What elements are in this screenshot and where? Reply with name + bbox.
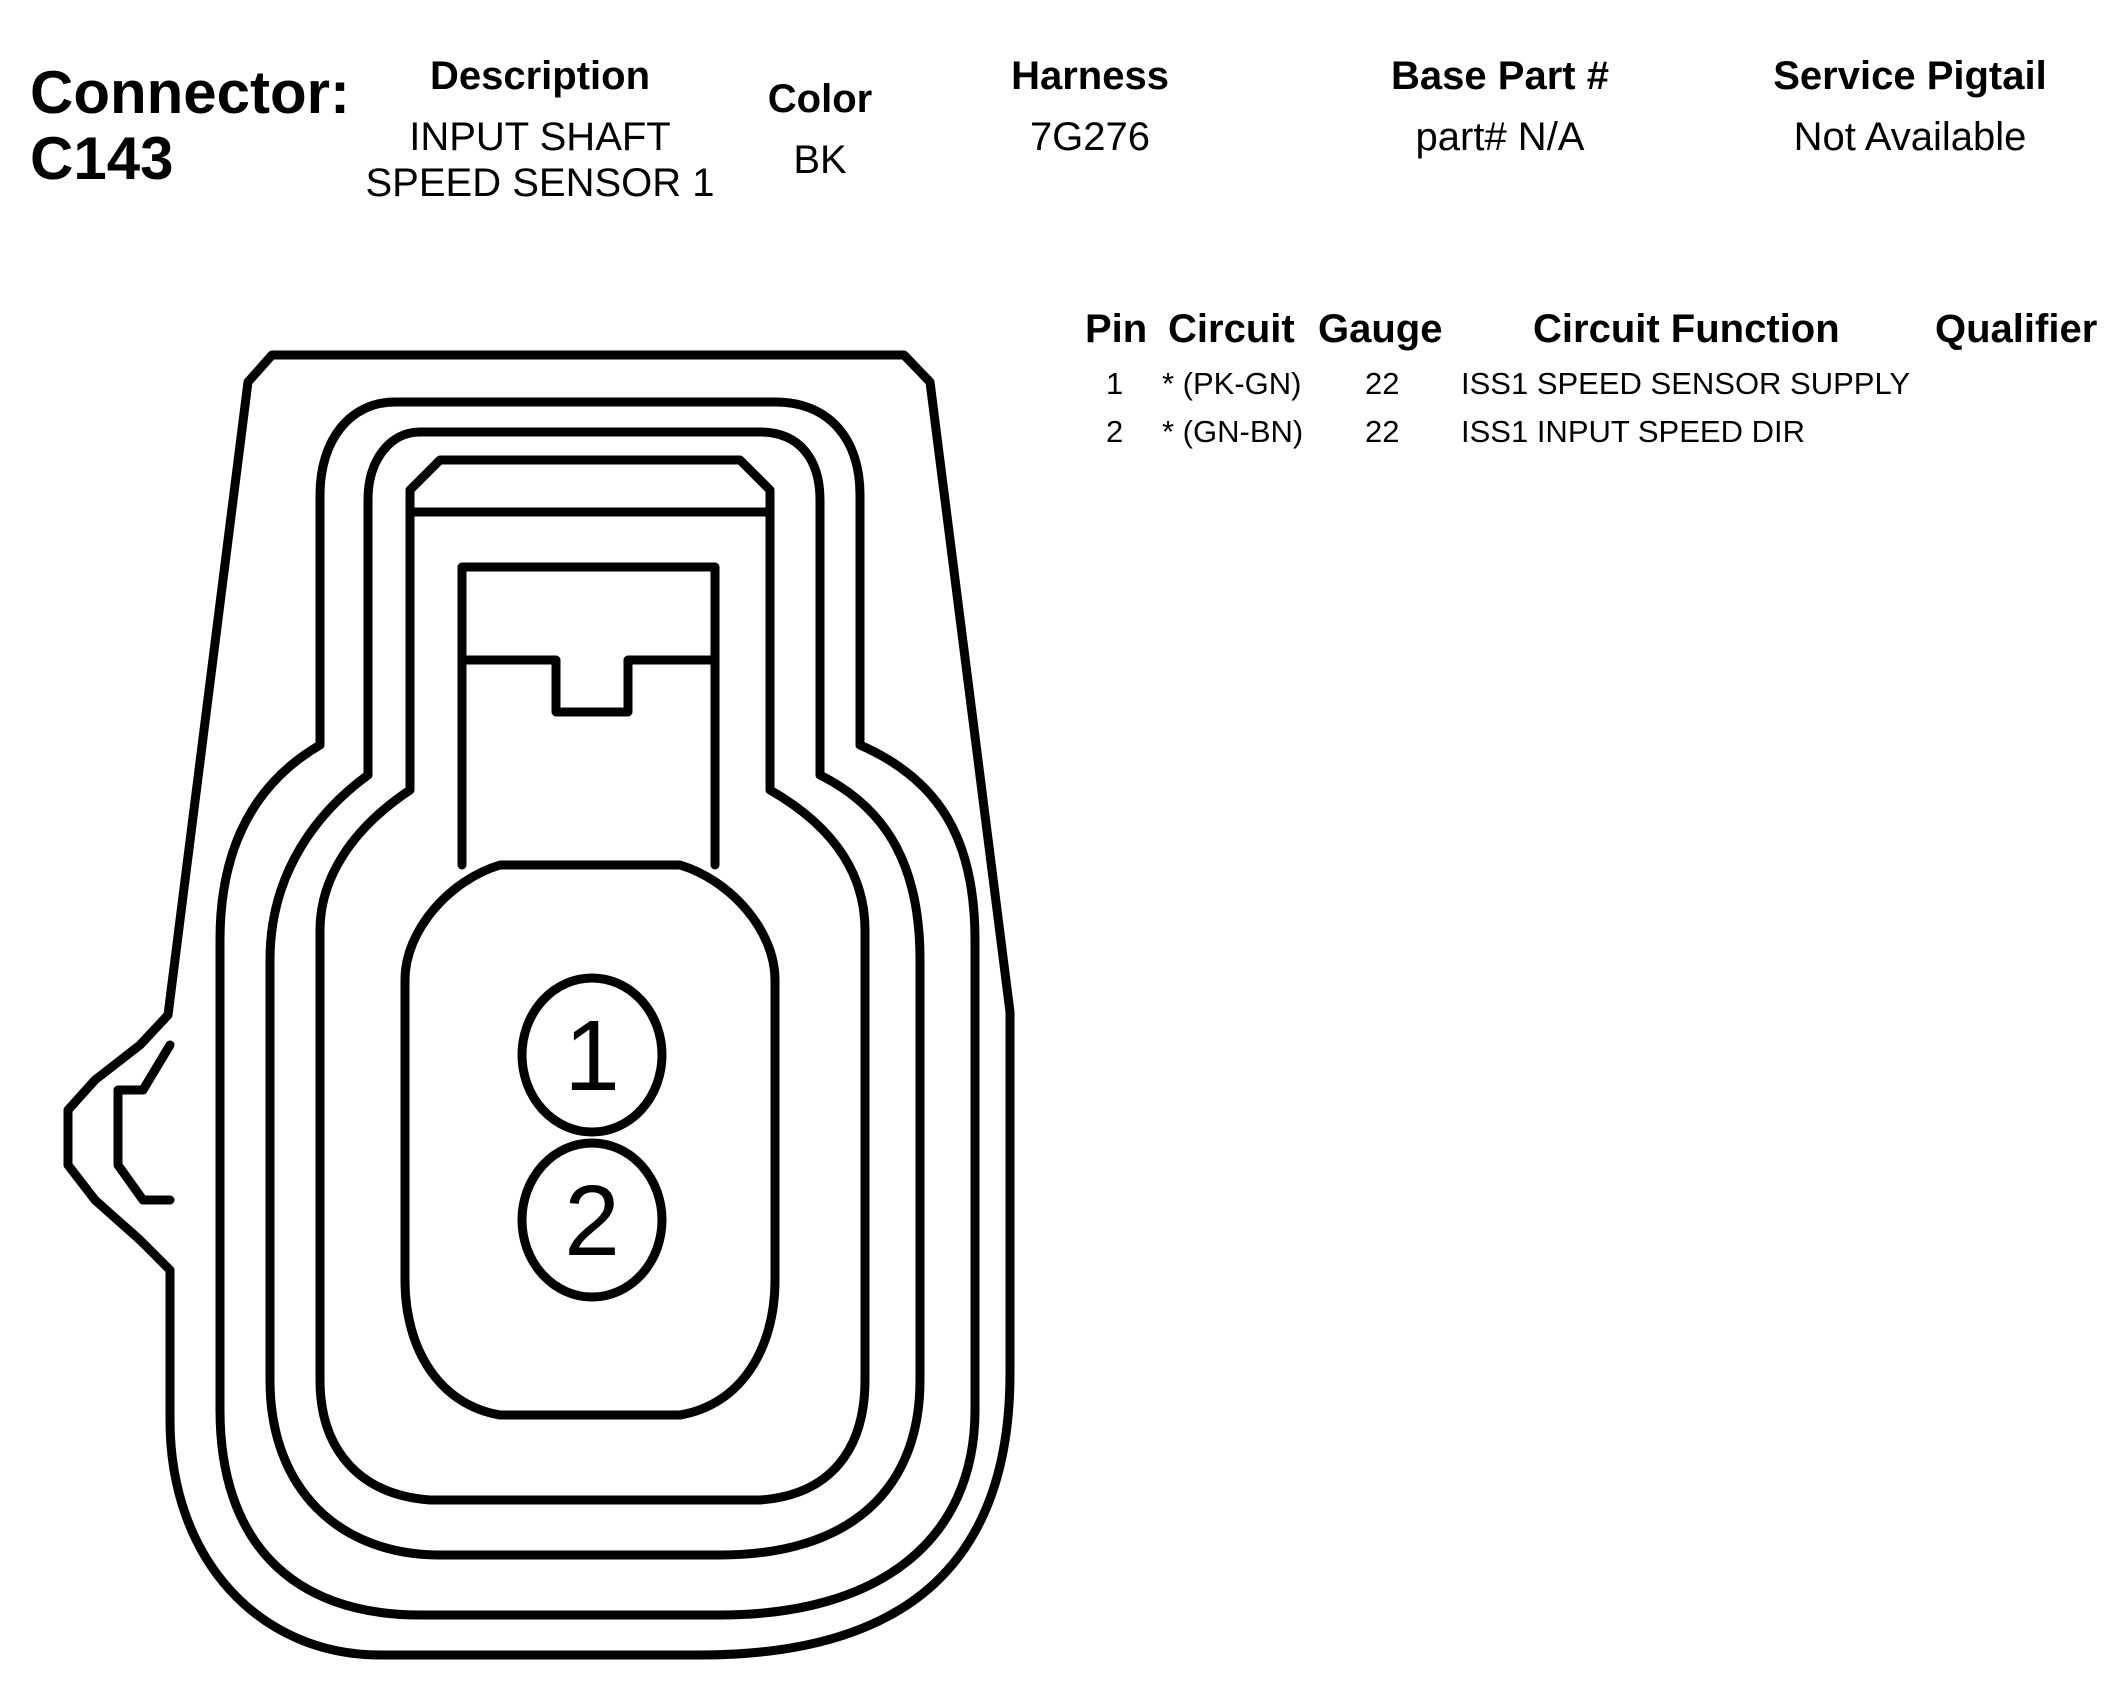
row-gauge: 22: [1365, 366, 1400, 401]
circuit-function-column-header: Circuit Function: [1533, 307, 1840, 351]
row-function: ISS1 INPUT SPEED DIR: [1461, 414, 1805, 449]
gauge-column-header: Gauge: [1318, 307, 1443, 351]
connector-id: C143: [30, 125, 174, 192]
pin-column-header: Pin: [1085, 307, 1148, 351]
inner-cavity-wall: [315, 455, 870, 1505]
pin-2-label: 2: [564, 1165, 620, 1277]
base-part-label: Base Part #: [1391, 54, 1609, 98]
seal-ring-outer: [215, 397, 980, 1620]
service-pigtail-value: Not Available: [1793, 115, 2027, 159]
key-block: [457, 562, 720, 870]
pin-1-cavity: [517, 973, 667, 1137]
description-line-1: INPUT SHAFT: [409, 115, 671, 159]
description-label: Description: [429, 54, 651, 98]
latch-tab-notch: [113, 1040, 175, 1205]
description-line-2: SPEED SENSOR 1: [365, 161, 715, 205]
qualifier-column-header: Qualifier: [1935, 307, 2098, 351]
base-part-value: part# N/A: [1415, 115, 1585, 159]
row-gauge: 22: [1365, 414, 1400, 449]
pin-2-cavity: [517, 1138, 667, 1302]
pin-table-row: 1 * (PK-GN) 22 ISS1 SPEED SENSOR SUPPLY: [0, 366, 2118, 406]
row-pin: 2: [1106, 414, 1124, 449]
pin-table-row: 2 * (GN-BN) 22 ISS1 INPUT SPEED DIR: [0, 414, 2118, 454]
harness-label: Harness: [1011, 54, 1169, 98]
terminal-pocket: [400, 860, 780, 1420]
color-value: BK: [793, 138, 847, 182]
connector-housing-outline: [63, 350, 1015, 1660]
connector-label: Connector:: [30, 59, 350, 126]
service-pigtail-label: Service Pigtail: [1773, 54, 2047, 98]
seal-ring-inner: [265, 427, 925, 1560]
harness-value: 7G276: [1029, 115, 1151, 159]
row-circuit: * (GN-BN): [1162, 414, 1304, 449]
row-pin: 1: [1106, 366, 1124, 401]
color-label: Color: [767, 77, 873, 121]
pin-1-label: 1: [564, 1000, 620, 1112]
row-circuit: * (PK-GN): [1162, 366, 1302, 401]
key-block-notch: [457, 655, 720, 717]
circuit-column-header: Circuit: [1168, 307, 1295, 351]
row-function: ISS1 SPEED SENSOR SUPPLY: [1461, 366, 1911, 401]
